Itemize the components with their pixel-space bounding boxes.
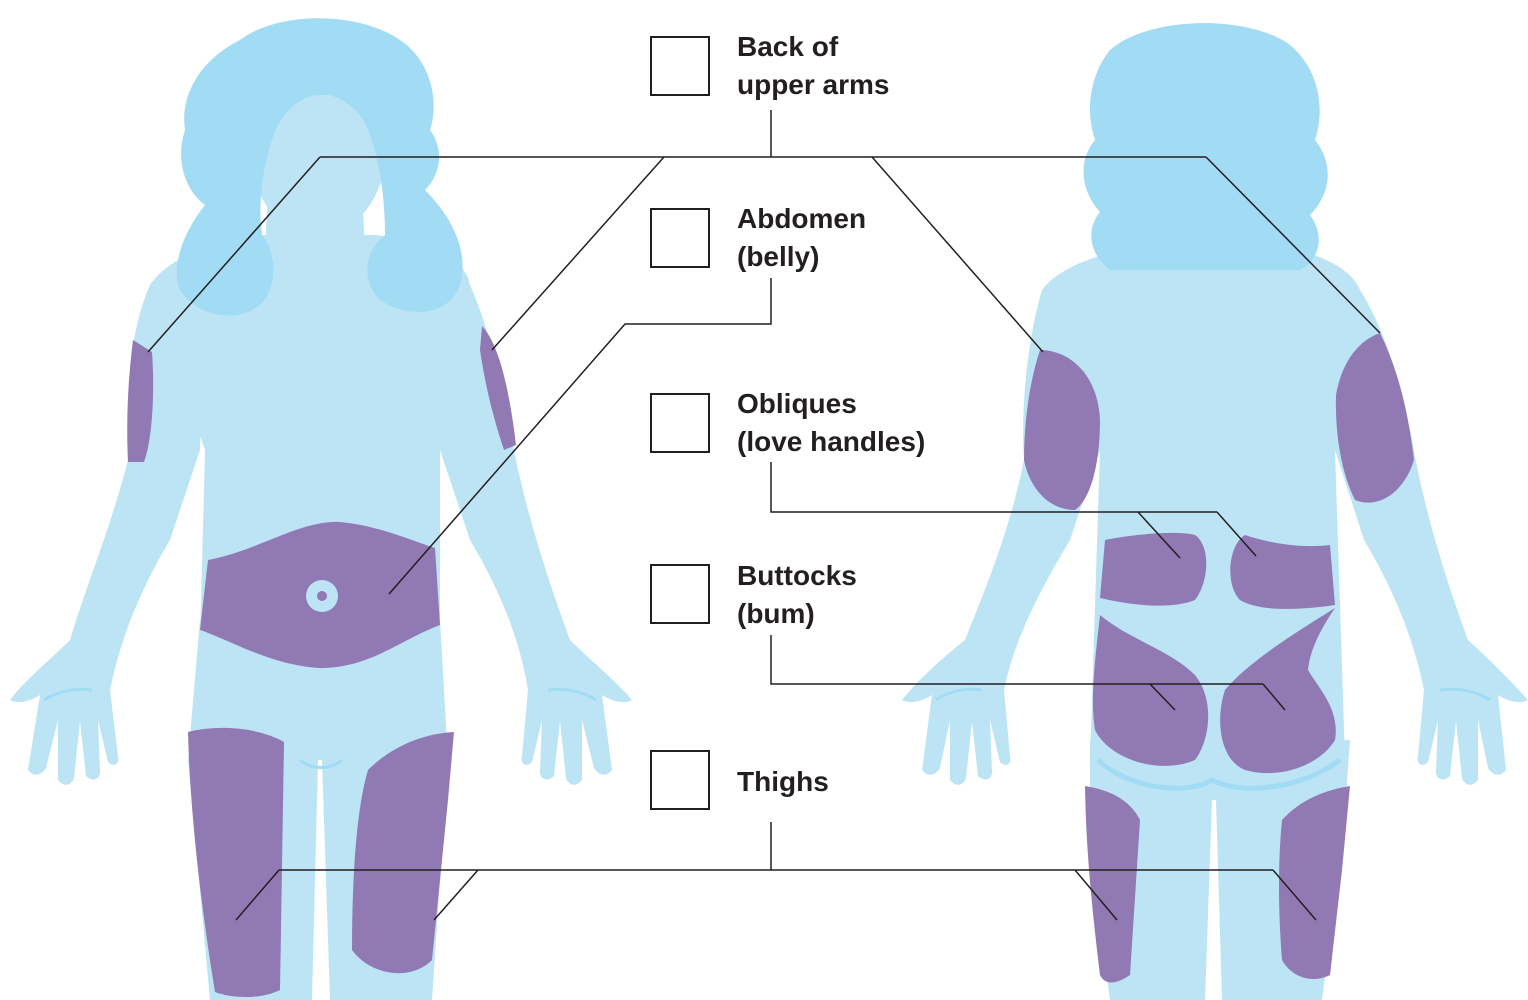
checkbox-thighs[interactable]: [650, 750, 710, 810]
checkbox-back-of-upper-arms[interactable]: [650, 36, 710, 96]
back-hair: [1084, 23, 1328, 270]
label-back-of-upper-arms-line1: Back of: [737, 28, 890, 66]
front-figure: [10, 18, 632, 1000]
label-abdomen: Abdomen (belly): [737, 200, 866, 276]
navel-center: [317, 591, 327, 601]
label-buttocks-line2: (bum): [737, 595, 857, 633]
back-right-thigh-site: [1279, 786, 1350, 979]
label-obliques: Obliques (love handles): [737, 385, 925, 461]
back-left-oblique-site: [1100, 533, 1206, 606]
checkbox-obliques[interactable]: [650, 393, 710, 453]
label-buttocks: Buttocks (bum): [737, 557, 857, 633]
label-thighs-line1: Thighs: [737, 763, 829, 801]
checkbox-buttocks[interactable]: [650, 564, 710, 624]
label-back-of-upper-arms: Back of upper arms: [737, 28, 890, 104]
label-abdomen-line1: Abdomen: [737, 200, 866, 238]
label-obliques-line2: (love handles): [737, 423, 925, 461]
back-right-oblique-site: [1230, 535, 1335, 609]
checkbox-abdomen[interactable]: [650, 208, 710, 268]
label-buttocks-line1: Buttocks: [737, 557, 857, 595]
label-thighs: Thighs: [737, 763, 829, 801]
front-left-thigh-site: [188, 728, 284, 997]
front-right-arm: [430, 285, 632, 785]
label-abdomen-line2: (belly): [737, 238, 866, 276]
label-obliques-line1: Obliques: [737, 385, 925, 423]
label-back-of-upper-arms-line2: upper arms: [737, 66, 890, 104]
